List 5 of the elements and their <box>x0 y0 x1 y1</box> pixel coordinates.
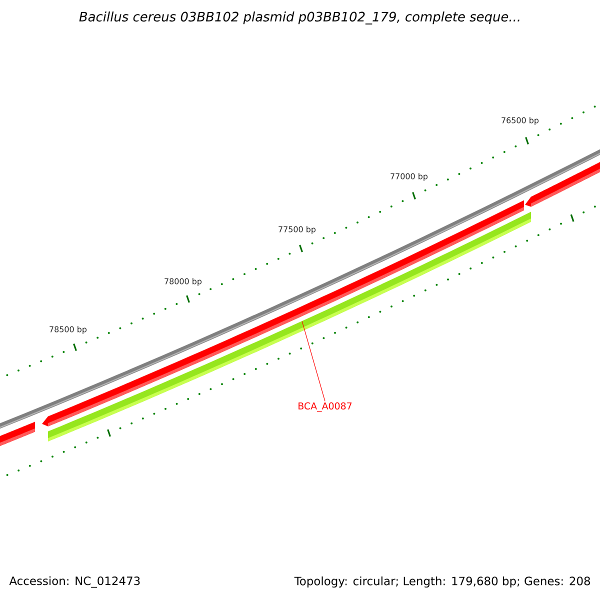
summary-text: Topology: circular; Length: 179,680 bp; Genes: 208 <box>294 576 590 588</box>
leader-line <box>302 321 326 402</box>
title: Bacillus cereus 03BB102 plasmid p03BB102_179, complete seque... <box>79 12 520 24</box>
gene-label: BCA_A0087 <box>298 402 352 412</box>
accession-text: Accession: NC_012473 <box>9 576 140 588</box>
